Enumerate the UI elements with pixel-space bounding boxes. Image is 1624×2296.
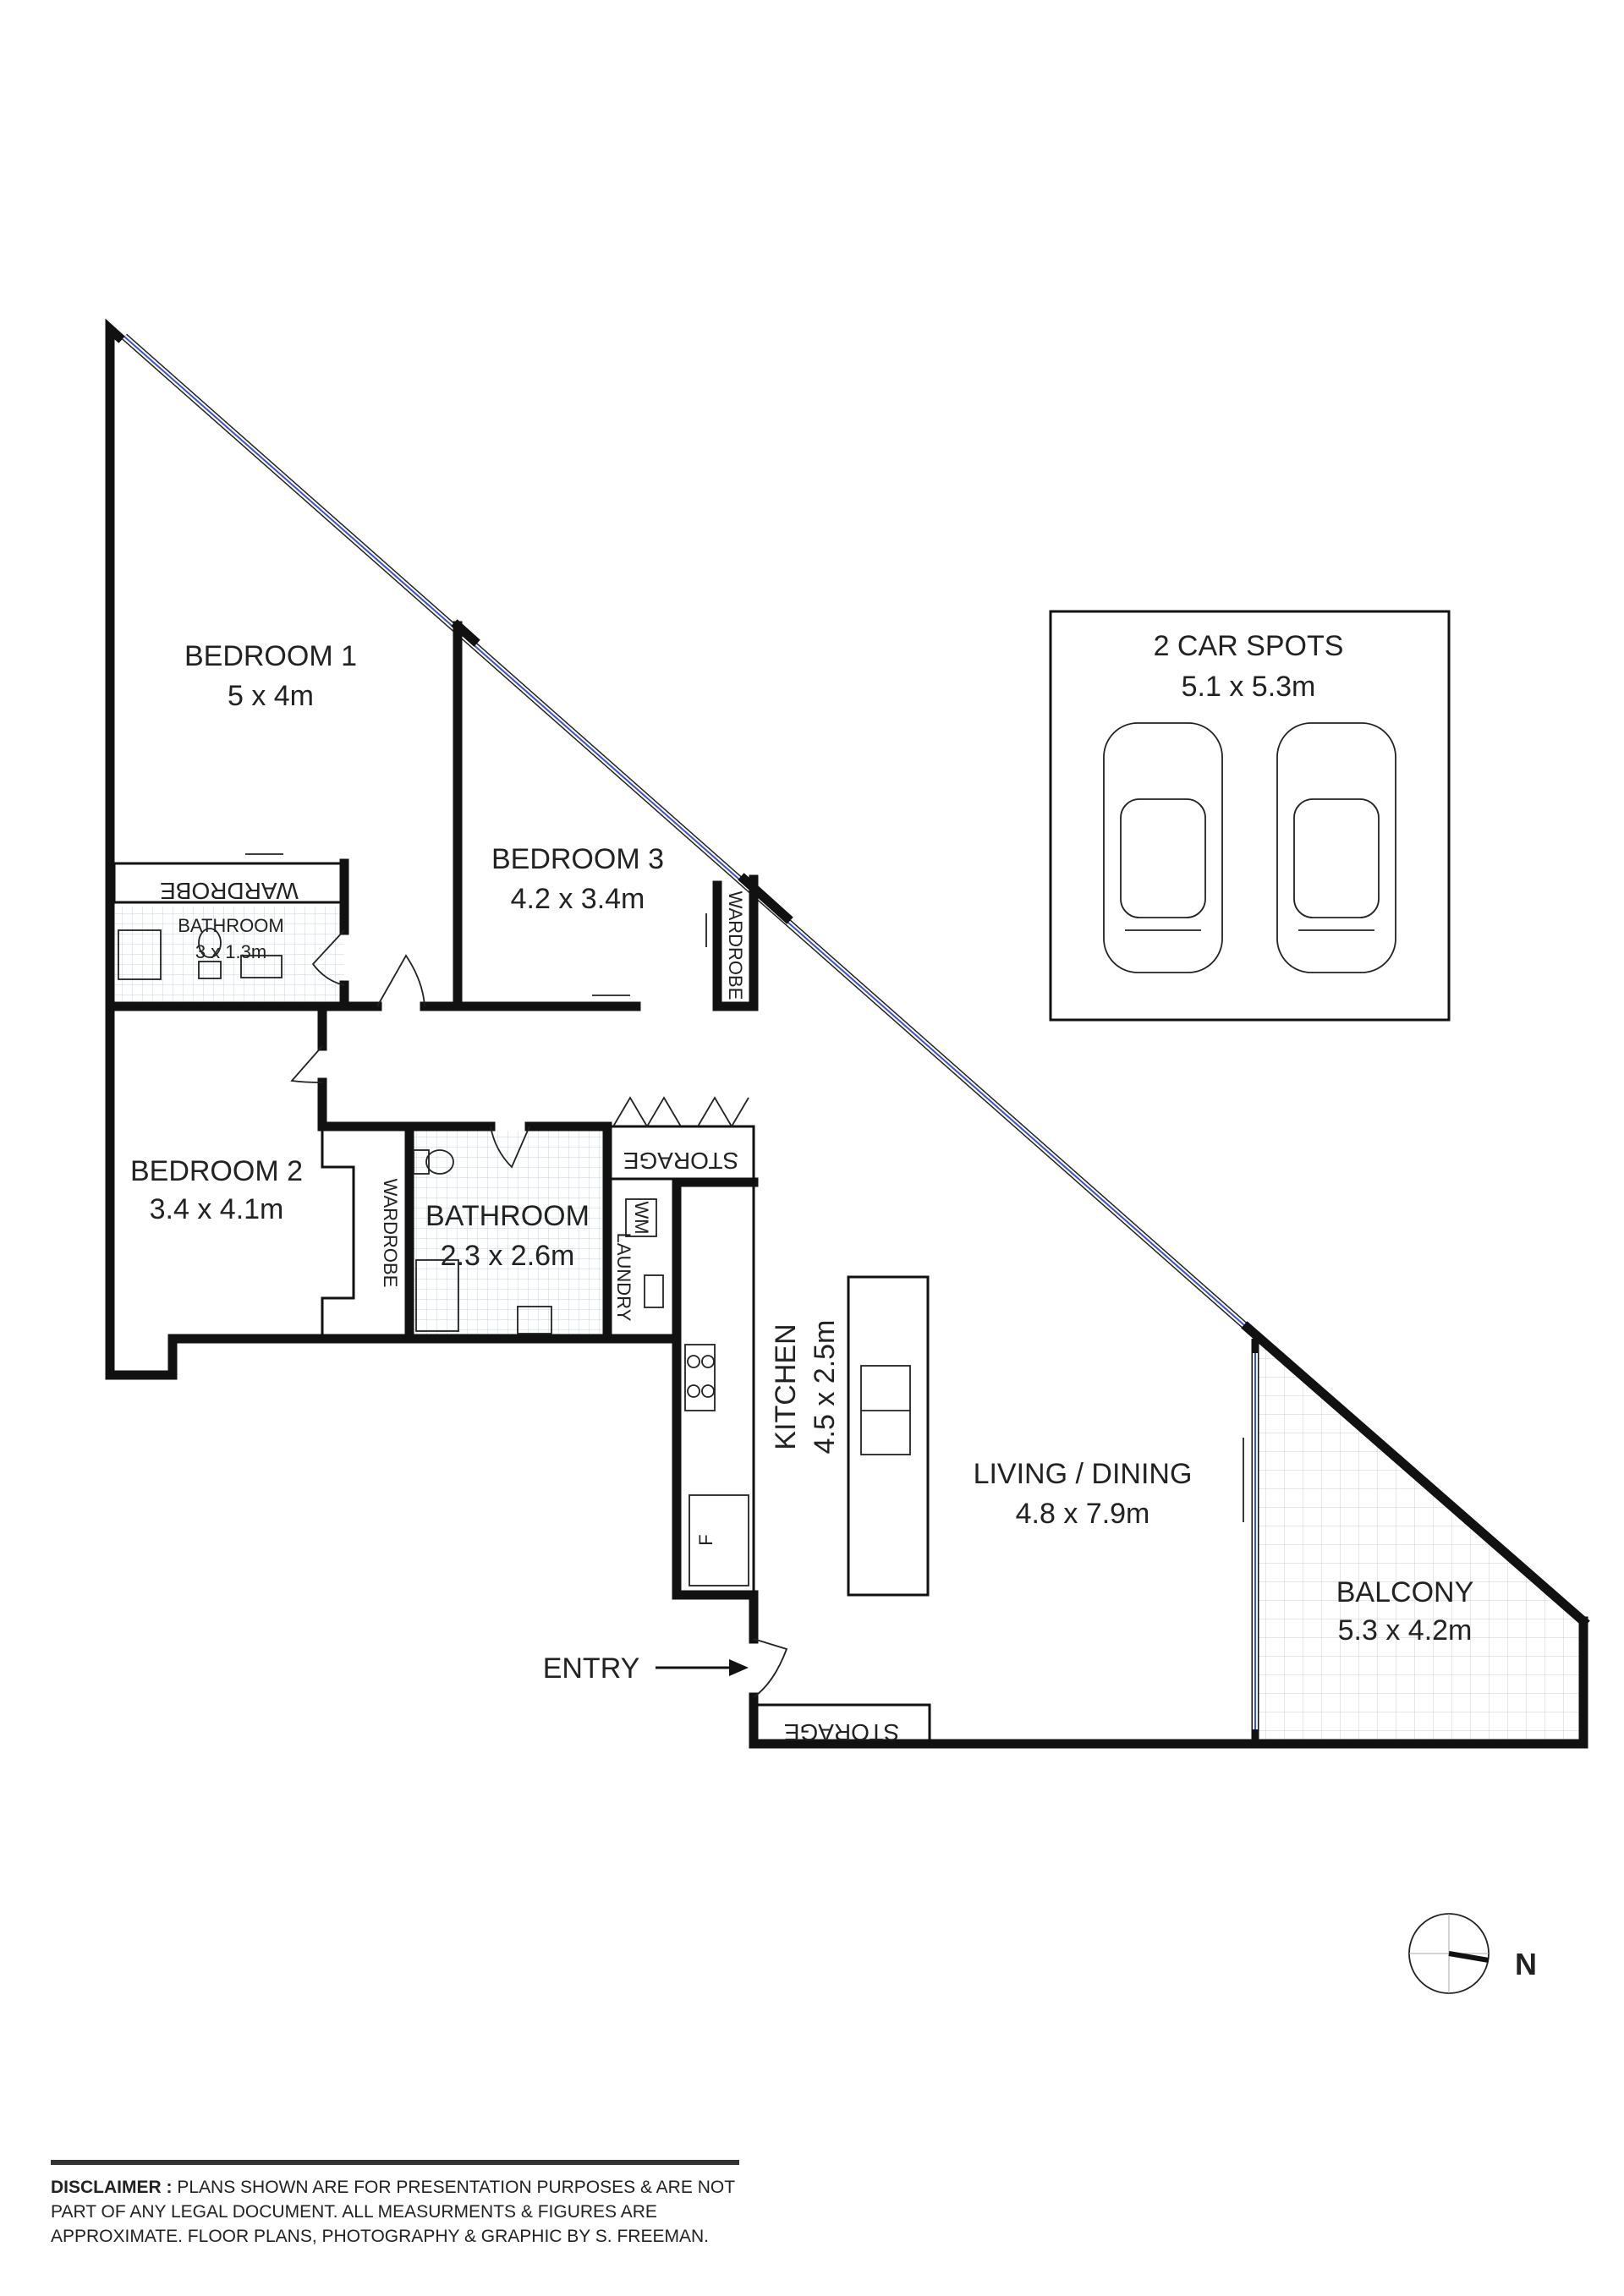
storage-label: STORAGE [784,1719,899,1745]
laundry-sink-icon [644,1274,664,1308]
balcony-label: BALCONY [1336,1576,1474,1608]
bathroom-label: BATHROOM [425,1200,590,1232]
ensuite-size: 3 x 1.3m [195,941,266,962]
living-label: LIVING / DINING [974,1458,1193,1490]
bathroom-floor [409,1131,607,1339]
balcony-floor [1251,1331,1583,1744]
sink-icon [240,955,283,978]
car-spots-label: 2 CAR SPOTS [1154,630,1344,662]
wardrobe-label: WARDROBE [725,891,746,1000]
car-icon [1103,722,1223,973]
entry-arrow-icon [656,1659,749,1676]
bedroom1-label: BEDROOM 1 [184,640,357,672]
car-icon [1276,722,1396,973]
entry-label: ENTRY [543,1652,640,1685]
fridge [689,1494,749,1586]
compass-north-label: N [1515,1947,1537,1981]
storage-entry [752,1703,931,1745]
disclaimer-heading: DISCLAIMER : [51,2178,173,2197]
car-spots-size: 5.1 x 5.3m [1182,671,1316,703]
shower-icon [118,929,162,980]
door-bedroom1 [376,954,425,1007]
toilet-icon [198,928,222,958]
living-size: 4.8 x 7.9m [1016,1498,1150,1530]
bedroom3-label: BEDROOM 3 [491,843,664,875]
balcony-door [1243,1339,1259,1744]
toilet-icon [425,1149,454,1175]
exterior-wall [105,318,759,1644]
fridge-label: F [695,1534,716,1545]
disclaimer-text: PLANS SHOWN ARE FOR PRESENTATION PURPOSE… [51,2178,735,2246]
kitchen-size: 4.5 x 2.5m [809,1320,841,1455]
balcony-size: 5.3 x 4.2m [1338,1614,1473,1647]
entry-door [753,1638,788,1698]
bifold-doors [612,1096,749,1128]
cooktop-icon [684,1344,716,1411]
sink-icon [517,1306,552,1334]
wardrobe-label: WARDROBE [380,1179,401,1288]
shower-icon [415,1259,459,1332]
diagonal-window [122,333,1254,1334]
bathroom-size: 2.3 x 2.6m [441,1240,575,1272]
compass-icon [1408,1913,1490,1994]
ensuite-label: BATHROOM [178,915,283,936]
kitchen-label: KITCHEN [770,1323,802,1449]
bedroom2-label: BEDROOM 2 [130,1155,303,1187]
ensuite-floor [114,907,344,1006]
storage-label: STORAGE [623,1148,738,1174]
car-spots-box [1049,610,1451,1022]
wm-label: WM [631,1201,652,1234]
door-bedroom2 [290,1045,323,1083]
bedroom3-size: 4.2 x 3.4m [511,883,645,915]
bedroom1-size: 5 x 4m [228,680,314,712]
kitchen-island [847,1275,930,1597]
bedroom2-size: 3.4 x 4.1m [150,1193,284,1225]
door-bathroom [490,1126,530,1169]
wardrobe-label: WARDROBE [160,878,299,904]
washing-machine [625,1198,657,1237]
disclaimer: DISCLAIMER : PLANS SHOWN ARE FOR PRESENT… [51,2175,744,2249]
laundry-label: LAUNDRY [613,1233,634,1322]
